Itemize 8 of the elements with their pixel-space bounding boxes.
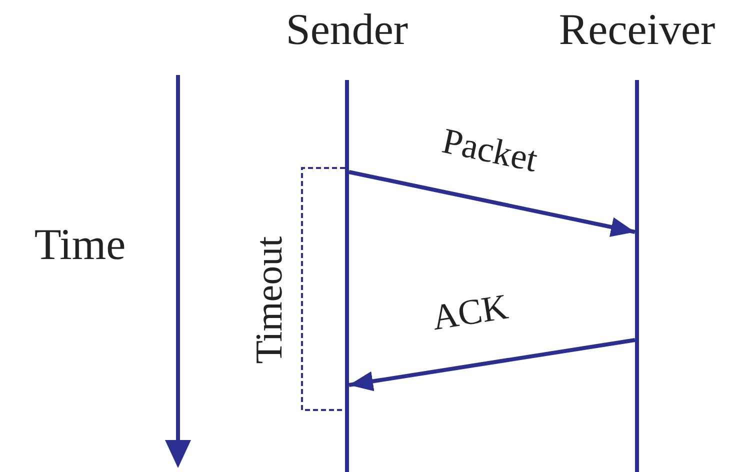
lifeline bbox=[345, 80, 349, 472]
lifeline bbox=[635, 80, 639, 472]
axis-label: Time bbox=[34, 223, 126, 267]
arrow bbox=[348, 338, 636, 392]
lifeline-heading: Receiver bbox=[558, 8, 716, 52]
lifeline-heading: Sender bbox=[286, 8, 408, 52]
bracket-label: Timeout bbox=[251, 236, 289, 364]
arrow bbox=[348, 170, 636, 237]
